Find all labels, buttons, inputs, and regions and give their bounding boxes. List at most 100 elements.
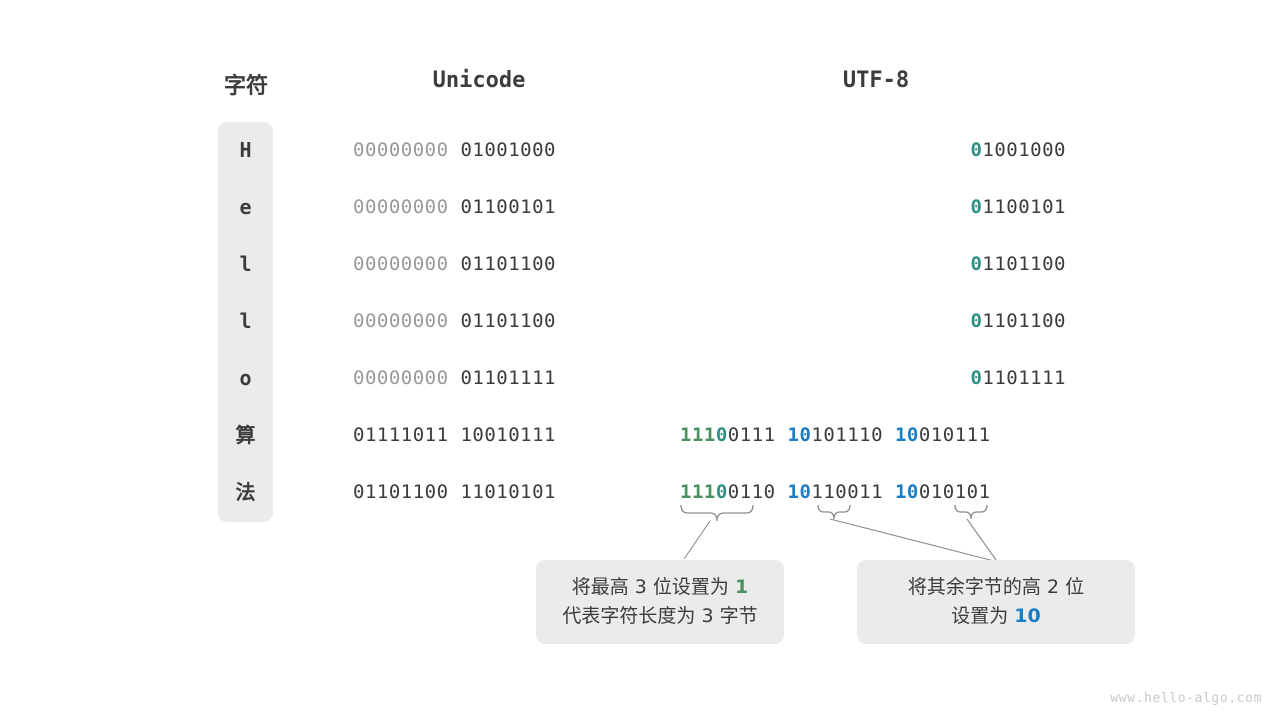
unicode-cell: 01111011 10010111 bbox=[353, 421, 605, 449]
utf8-prefix-bits: 10 bbox=[787, 424, 812, 446]
utf8-prefix-bits: 111 bbox=[680, 424, 716, 446]
unicode-byte-gap bbox=[449, 196, 461, 218]
unicode-high-byte: 01101100 bbox=[353, 481, 449, 503]
utf8-byte: 10101110 bbox=[788, 424, 884, 446]
utf8-payload-bits: 1001000 bbox=[982, 139, 1066, 161]
character-cell: 法 bbox=[235, 480, 256, 504]
utf8-payload-bits: 1101111 bbox=[982, 367, 1066, 389]
unicode-low-byte: 10010111 bbox=[460, 424, 556, 446]
column-header-character: 字符 bbox=[223, 74, 268, 99]
utf8-byte: 10010101 bbox=[895, 481, 991, 503]
utf8-payload-bits: 110011 bbox=[811, 481, 884, 503]
brace-second-byte bbox=[817, 504, 851, 520]
brace-third-byte bbox=[954, 504, 988, 520]
utf8-byte-gap bbox=[776, 481, 788, 503]
unicode-byte-gap bbox=[449, 253, 461, 275]
unicode-low-byte: 01100101 bbox=[460, 196, 556, 218]
callout-left-line2: 代表字符长度为 3 字节 bbox=[562, 605, 758, 627]
unicode-byte-gap bbox=[449, 424, 461, 446]
character-column-panel bbox=[218, 122, 273, 522]
unicode-low-byte: 01101111 bbox=[460, 367, 556, 389]
utf8-cell: 11100111 10101110 10010111 bbox=[680, 421, 991, 449]
utf8-byte: 01101100 bbox=[970, 310, 1066, 332]
utf8-payload-bits: 010111 bbox=[918, 424, 991, 446]
unicode-low-byte: 01101100 bbox=[460, 253, 556, 275]
unicode-byte-gap bbox=[449, 310, 461, 332]
utf8-byte: 10010111 bbox=[895, 424, 991, 446]
leader-first-byte bbox=[683, 520, 711, 560]
utf8-payload-bits: 101110 bbox=[811, 424, 884, 446]
utf8-byte-gap bbox=[776, 424, 788, 446]
utf8-payload-bits: 010101 bbox=[918, 481, 991, 503]
unicode-low-byte: 01101100 bbox=[460, 310, 556, 332]
leader-second-byte bbox=[829, 518, 999, 563]
utf8-prefix-bits: 0 bbox=[970, 196, 983, 218]
callout-left-highlight: 1 bbox=[734, 575, 749, 598]
callout-continuation-bits: 将其余字节的高 2 位 设置为 10 bbox=[857, 560, 1135, 644]
watermark: www.hello-algo.com bbox=[1110, 691, 1262, 706]
utf8-prefix-bits: 111 bbox=[680, 481, 716, 503]
unicode-cell: 01101100 11010101 bbox=[353, 478, 605, 506]
character-cell: 算 bbox=[235, 423, 256, 447]
unicode-cell: 00000000 01101100 bbox=[353, 307, 605, 335]
unicode-high-byte: 00000000 bbox=[353, 196, 449, 218]
character-cell: l bbox=[239, 252, 252, 276]
column-header-utf8: UTF-8 bbox=[842, 68, 910, 93]
utf8-payload-bits: 1100101 bbox=[982, 196, 1066, 218]
column-header-unicode: Unicode bbox=[432, 68, 526, 93]
utf8-prefix-bits: 10 bbox=[894, 424, 919, 446]
utf8-byte: 11100110 bbox=[680, 481, 776, 503]
unicode-byte-gap bbox=[449, 139, 461, 161]
character-cell: H bbox=[239, 138, 252, 162]
utf8-byte: 01101111 bbox=[970, 367, 1066, 389]
character-cell: e bbox=[239, 195, 252, 219]
utf8-prefix-bits: 10 bbox=[787, 481, 812, 503]
unicode-cell: 00000000 01100101 bbox=[353, 193, 605, 221]
utf8-byte-gap bbox=[883, 481, 895, 503]
utf8-prefix-bits: 0 bbox=[970, 310, 983, 332]
utf8-byte: 01100101 bbox=[970, 196, 1066, 218]
utf8-cell: 01101100 bbox=[970, 250, 1066, 278]
utf8-byte: 11100111 bbox=[680, 424, 776, 446]
utf8-prefix-bits: 0 bbox=[970, 139, 983, 161]
unicode-high-byte: 00000000 bbox=[353, 367, 449, 389]
utf8-cell: 11100110 10110011 10010101 bbox=[680, 478, 991, 506]
brace-first-byte bbox=[680, 504, 754, 522]
utf8-byte: 10110011 bbox=[788, 481, 884, 503]
utf8-cell: 01101111 bbox=[970, 364, 1066, 392]
unicode-low-byte: 11010101 bbox=[460, 481, 556, 503]
utf8-payload-bits: 1101100 bbox=[982, 310, 1066, 332]
callout-leading-bits: 将最高 3 位设置为 1 代表字符长度为 3 字节 bbox=[536, 560, 784, 644]
callout-right-line1: 将其余字节的高 2 位 bbox=[907, 575, 1085, 598]
utf8-cell: 01001000 bbox=[970, 136, 1066, 164]
callout-right-line2: 设置为 10 bbox=[951, 602, 1041, 631]
utf8-byte-gap bbox=[883, 424, 895, 446]
character-cell: l bbox=[239, 309, 252, 333]
unicode-high-byte: 01111011 bbox=[353, 424, 449, 446]
utf8-cell: 01100101 bbox=[970, 193, 1066, 221]
unicode-high-byte: 00000000 bbox=[353, 139, 449, 161]
leader-third-byte bbox=[966, 518, 997, 561]
unicode-high-byte: 00000000 bbox=[353, 253, 449, 275]
utf8-prefix-bits: 0 bbox=[970, 367, 983, 389]
utf8-prefix-terminator-bit: 0 bbox=[715, 481, 728, 503]
unicode-byte-gap bbox=[449, 367, 461, 389]
utf8-prefix-bits: 0 bbox=[970, 253, 983, 275]
callout-right-line2-text: 设置为 bbox=[951, 605, 1015, 627]
character-cell: o bbox=[239, 366, 252, 390]
unicode-high-byte: 00000000 bbox=[353, 310, 449, 332]
utf8-byte: 01101100 bbox=[970, 253, 1066, 275]
utf8-prefix-terminator-bit: 0 bbox=[715, 424, 728, 446]
callout-left-line1: 将最高 3 位设置为 1 bbox=[572, 573, 748, 602]
utf8-payload-bits: 0111 bbox=[727, 424, 776, 446]
utf8-payload-bits: 0110 bbox=[727, 481, 776, 503]
unicode-cell: 00000000 01101100 bbox=[353, 250, 605, 278]
unicode-low-byte: 01001000 bbox=[460, 139, 556, 161]
callout-left-line1-text: 将最高 3 位设置为 bbox=[571, 575, 735, 598]
unicode-cell: 00000000 01001000 bbox=[353, 136, 605, 164]
callout-right-highlight: 10 bbox=[1014, 605, 1041, 627]
utf8-byte: 01001000 bbox=[970, 139, 1066, 161]
unicode-byte-gap bbox=[449, 481, 461, 503]
unicode-cell: 00000000 01101111 bbox=[353, 364, 605, 392]
